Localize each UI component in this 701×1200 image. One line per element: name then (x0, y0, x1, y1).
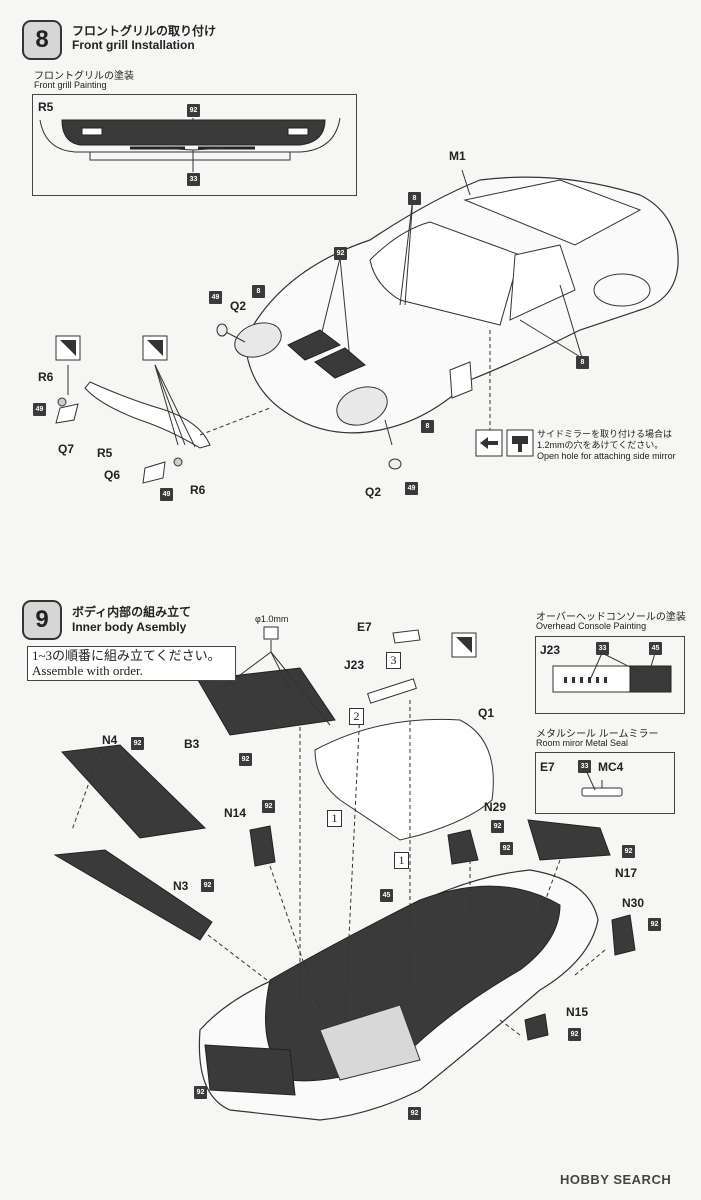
order-note-jp: 1~3の順番に組み立てください。 (32, 648, 221, 663)
mirror-seal-title-jp: メタルシール ルームミラー (536, 729, 659, 740)
paint-badge: 33 (596, 642, 609, 655)
part-label-r5: R5 (97, 446, 113, 460)
part-label-j23-detail: J23 (540, 643, 561, 657)
order-step-marker: 1 (327, 810, 342, 827)
watermark: HOBBY SEARCH (560, 1172, 672, 1187)
part-label-n3: N3 (173, 879, 189, 893)
grill-painting-box (32, 94, 357, 196)
order-note-en: Assemble with order. (32, 663, 143, 678)
part-label-r6: R6 (190, 483, 206, 497)
paint-badge: 8 (421, 420, 434, 433)
paint-badge: 49 (160, 488, 173, 501)
paint-badge: 33 (187, 173, 200, 186)
paint-badge: 92 (334, 247, 347, 260)
part-label-n15: N15 (566, 1005, 589, 1019)
paint-badge: 92 (648, 918, 661, 931)
painting-title-jp: フロントグリルの塗装 (34, 71, 134, 82)
paint-badge: 92 (500, 842, 513, 855)
step-number: 8 (22, 20, 62, 60)
paint-badge: 92 (262, 800, 275, 813)
paint-badge: 92 (568, 1028, 581, 1041)
mirror-note-jp: サイドミラーを取り付ける場合は (537, 429, 673, 439)
paint-badge: 92 (408, 1107, 421, 1120)
paint-badge: 92 (194, 1086, 207, 1099)
overhead-title-en: Overhead Console Painting (536, 621, 647, 631)
mirror-note-jp2: 1.2mmの穴をあけてください。 (537, 440, 664, 450)
drill-size: φ1.0mm (255, 614, 289, 624)
seal-label: MC4 (598, 760, 624, 774)
step-title-en: Inner body Asembly (72, 620, 187, 634)
part-label-n30: N30 (622, 896, 645, 910)
part-label-j23: J23 (344, 658, 365, 672)
order-note-box (27, 646, 236, 681)
paint-badge: 92 (201, 879, 214, 892)
painting-title-en: Front grill Painting (34, 80, 107, 90)
paint-badge: 92 (131, 737, 144, 750)
paint-badge: 49 (33, 403, 46, 416)
part-label-q2: Q2 (230, 299, 247, 313)
part-label-r5: R5 (38, 100, 54, 114)
part-label-e7-detail: E7 (540, 760, 555, 774)
part-label-n17: N17 (615, 866, 638, 880)
paint-badge: 49 (405, 482, 418, 495)
part-label-q2: Q2 (365, 485, 382, 499)
part-label-n4: N4 (102, 733, 118, 747)
paint-badge: 49 (209, 291, 222, 304)
overhead-painting-box (535, 636, 685, 714)
order-step-marker: 2 (349, 708, 364, 725)
mirror-seal-box (535, 752, 675, 814)
part-label-n29: N29 (484, 800, 507, 814)
part-label-n14: N14 (224, 806, 247, 820)
step-number: 9 (22, 600, 62, 640)
part-label-q1: Q1 (478, 706, 495, 720)
part-label-r6: R6 (38, 370, 54, 384)
part-label-b3: B3 (184, 737, 200, 751)
paint-badge: 92 (239, 753, 252, 766)
step-title-jp: フロントグリルの取り付け (72, 24, 217, 38)
step-title-jp: ボディ内部の組み立て (72, 605, 192, 619)
overhead-title-jp: オーバーヘッドコンソールの塗装 (536, 612, 686, 623)
paint-badge: 8 (576, 356, 589, 369)
part-label-e7: E7 (357, 620, 372, 634)
mirror-seal-title-en: Room miror Metal Seal (536, 738, 629, 748)
step-title-en: Front grill Installation (72, 38, 195, 52)
paint-badge: 45 (649, 642, 662, 655)
order-step-marker: 3 (386, 652, 401, 669)
paint-badge: 8 (408, 192, 421, 205)
part-label-q6: Q6 (104, 468, 121, 482)
part-label-q7: Q7 (58, 442, 75, 456)
order-step-marker: 1 (394, 852, 409, 869)
paint-badge: 92 (187, 104, 200, 117)
part-label-m1: M1 (449, 149, 466, 163)
mirror-note-en: Open hole for attaching side mirror (537, 451, 676, 461)
paint-badge: 92 (491, 820, 504, 833)
paint-badge: 92 (622, 845, 635, 858)
paint-badge: 45 (380, 889, 393, 902)
paint-badge: 33 (578, 760, 591, 773)
paint-badge: 8 (252, 285, 265, 298)
